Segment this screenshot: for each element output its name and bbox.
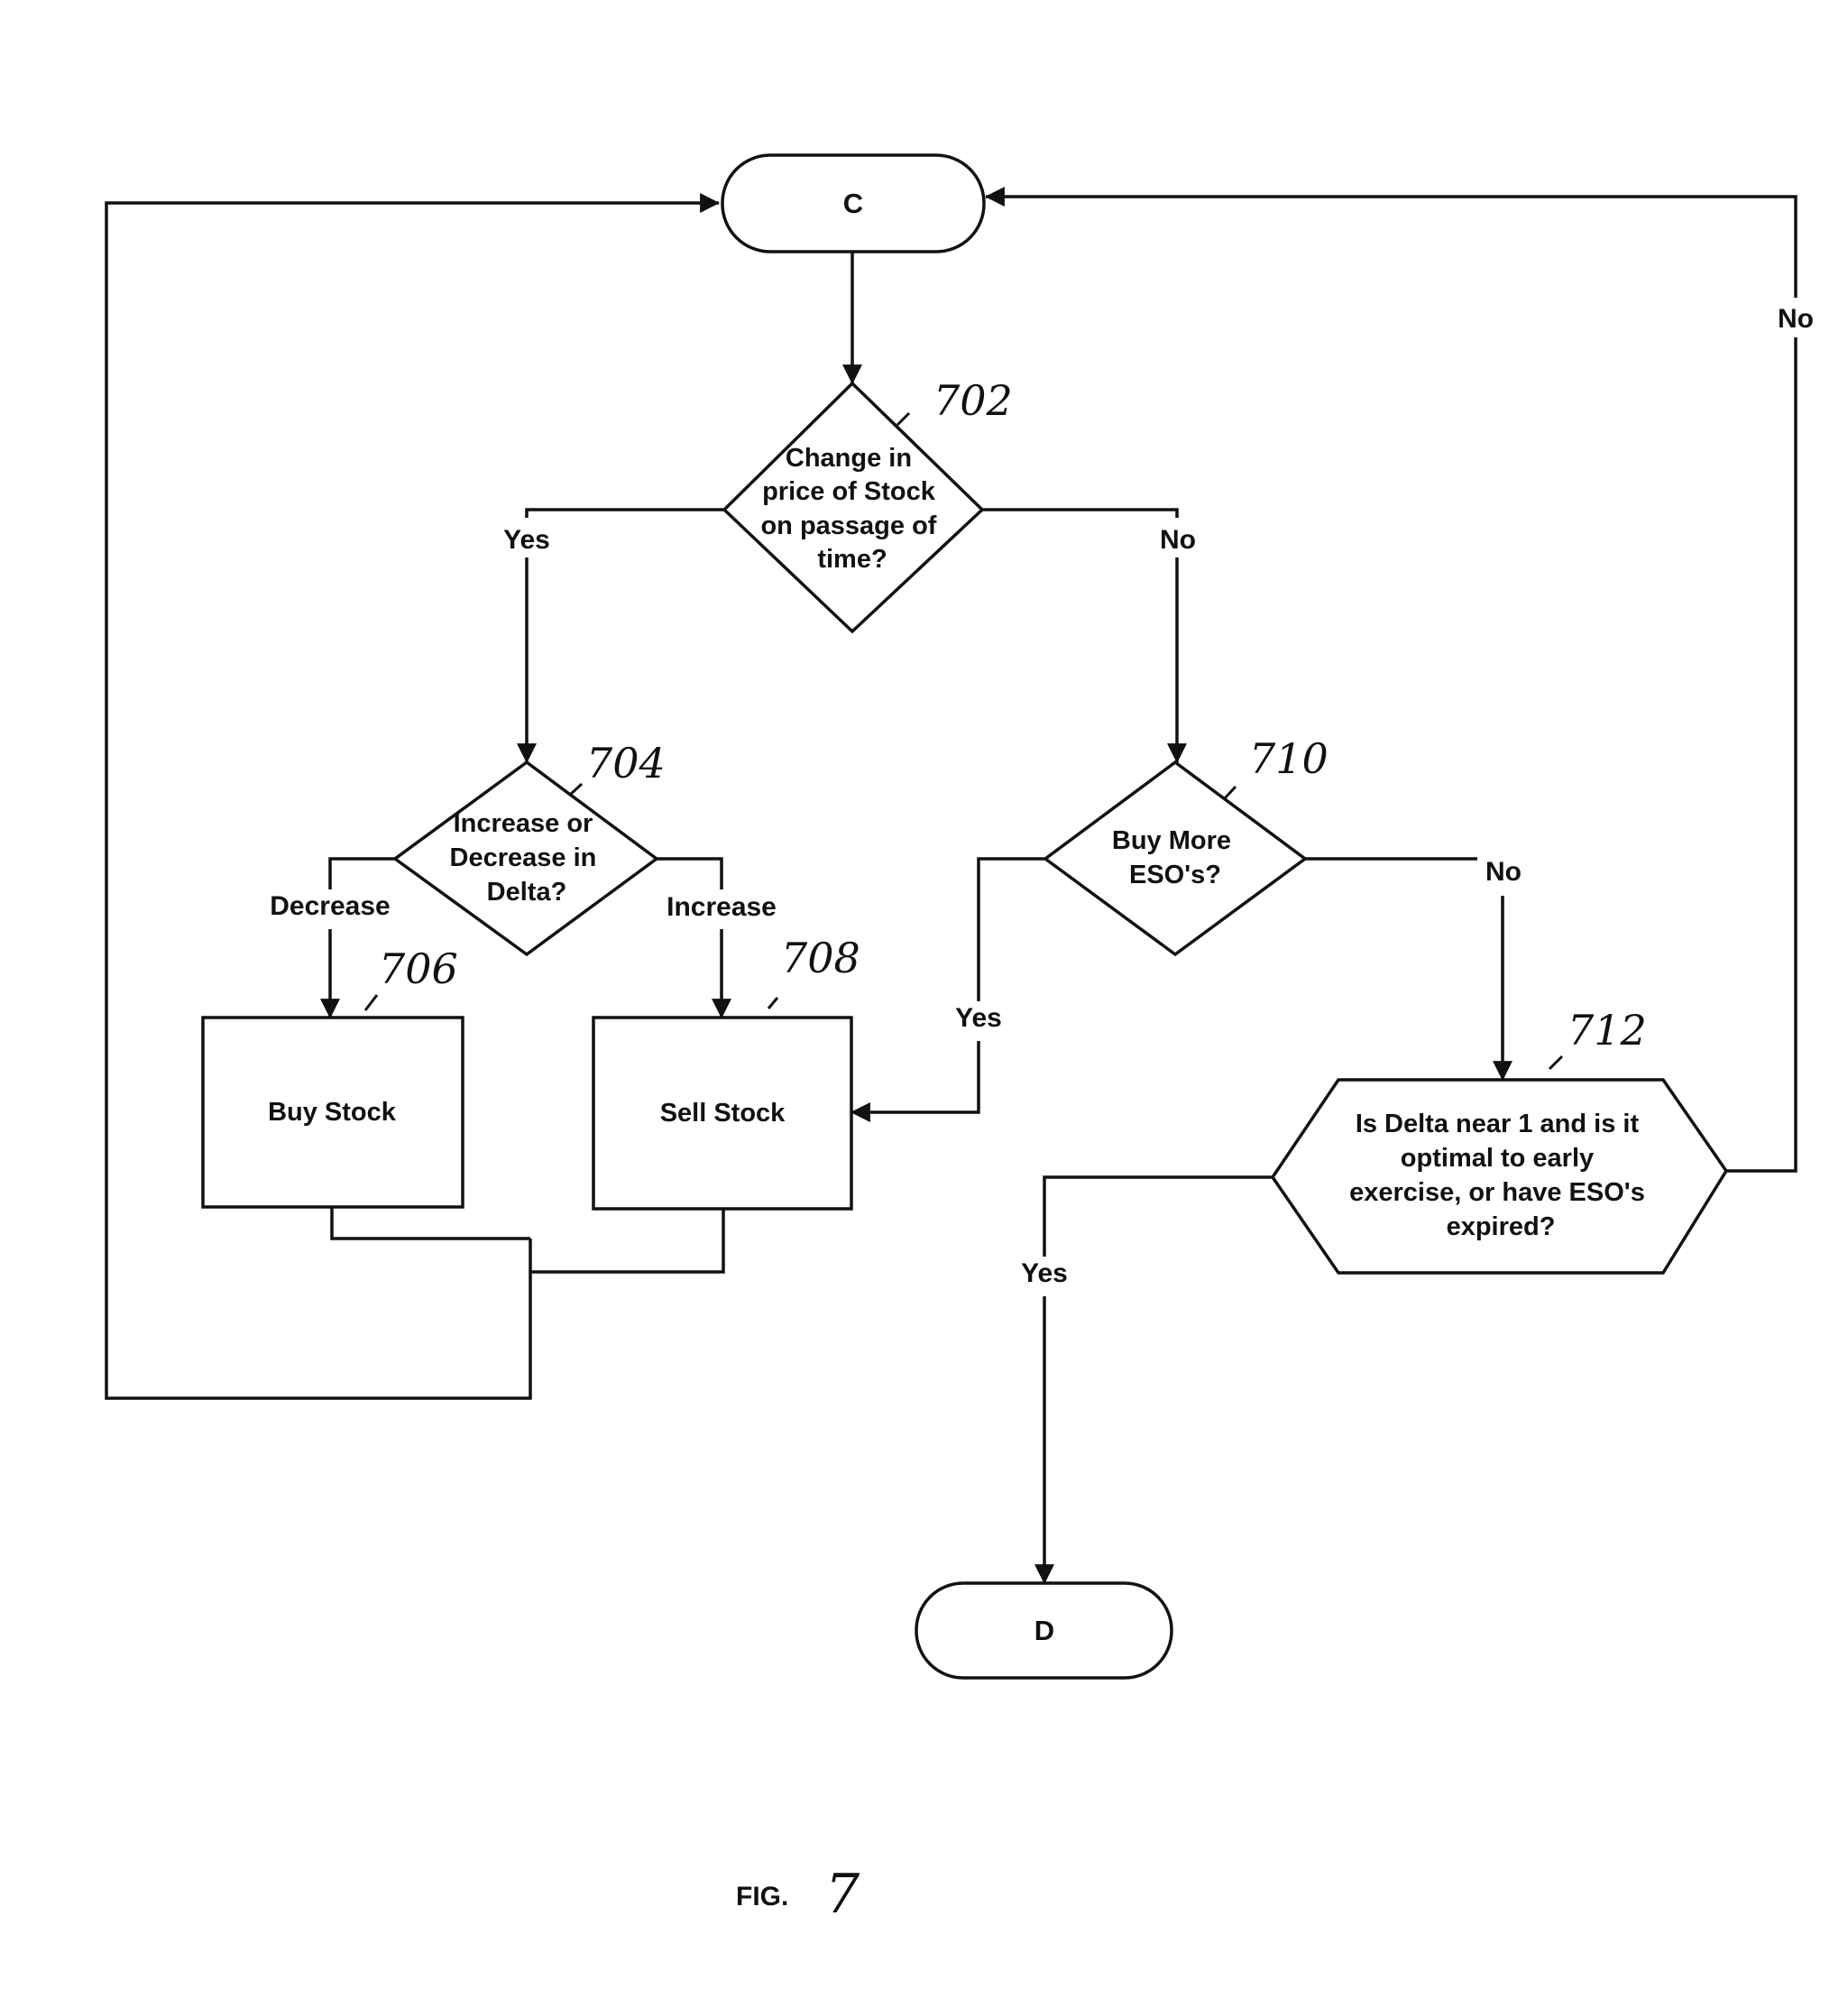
connector-702-no-to-710 (982, 510, 1177, 762)
connector-loop-to-start (106, 203, 719, 1398)
decision-710-line-2: ESO's? (1129, 861, 1221, 889)
decision-702-line-2: price of Stock (762, 477, 936, 506)
decision-704-line-3: Delta? (487, 878, 567, 907)
connector-710-no-to-712 (1305, 859, 1503, 1080)
decision-702-line-4: time? (817, 545, 887, 574)
figure-label: FIG. (736, 1882, 788, 1911)
ref-label-710: 710 (1249, 734, 1329, 783)
ref-leader-708 (768, 998, 777, 1009)
connector-708-to-loop (530, 1209, 723, 1272)
decision-704-line-1: Increase or (454, 809, 593, 838)
edge-label-710-no: No (1485, 857, 1522, 887)
start-terminal: C (722, 155, 984, 252)
decision-712-line-2: optimal to early (1401, 1144, 1594, 1173)
ref-label-702: 702 (933, 376, 1013, 425)
decision-702-line-3: on passage of (760, 511, 936, 540)
process-708: Sell Stock (593, 1018, 851, 1209)
edge-label-712-no: No (1778, 304, 1814, 334)
connector-712-no-to-start (986, 197, 1796, 1171)
ref-leader-706 (365, 995, 377, 1010)
decision-702-line-1: Change in (786, 444, 912, 473)
ref-label-712: 712 (1568, 1006, 1647, 1055)
decision-712-line-4: expired? (1447, 1212, 1556, 1241)
decision-712: Is Delta near 1 and is it optimal to ear… (1273, 1080, 1726, 1273)
ref-leader-712 (1549, 1056, 1562, 1069)
ref-leader-702 (897, 413, 909, 425)
ref-label-706: 706 (379, 944, 458, 993)
process-706: Buy Stock (203, 1018, 463, 1207)
decision-710: Buy More ESO's? (1045, 762, 1305, 954)
ref-leader-710 (1224, 787, 1236, 799)
connector-712-yes-to-end (1044, 1177, 1273, 1583)
process-708-label: Sell Stock (660, 1099, 786, 1128)
end-terminal: D (916, 1583, 1172, 1678)
process-706-label: Buy Stock (268, 1098, 397, 1127)
decision-712-line-1: Is Delta near 1 and is it (1356, 1110, 1640, 1138)
figure-number: 7 (825, 1863, 860, 1926)
edge-label-704-increase: Increase (667, 892, 777, 922)
edge-label-702-no: No (1160, 525, 1196, 555)
decision-712-line-3: exercise, or have ESO's (1349, 1178, 1645, 1207)
ref-label-708: 708 (781, 934, 860, 982)
edge-label-712-yes: Yes (1021, 1258, 1068, 1288)
connector-702-yes-to-704 (527, 510, 724, 762)
connector-704-increase-to-708 (657, 859, 722, 1018)
start-terminal-label: C (843, 188, 863, 219)
ref-leader-704 (569, 784, 582, 796)
decision-704-line-2: Decrease in (450, 843, 597, 872)
connector-710-yes-to-708 (851, 859, 1045, 1112)
edge-label-704-decrease: Decrease (270, 891, 390, 921)
ref-label-704: 704 (586, 739, 666, 788)
connector-706-to-loop (332, 1207, 530, 1239)
decision-704: Increase or Decrease in Delta? (395, 762, 657, 954)
edge-label-710-yes: Yes (955, 1003, 1002, 1033)
connector-704-decrease-to-706 (330, 859, 395, 1018)
edge-label-702-yes: Yes (503, 525, 550, 555)
end-terminal-label: D (1034, 1615, 1054, 1646)
decision-710-line-1: Buy More (1112, 826, 1231, 855)
